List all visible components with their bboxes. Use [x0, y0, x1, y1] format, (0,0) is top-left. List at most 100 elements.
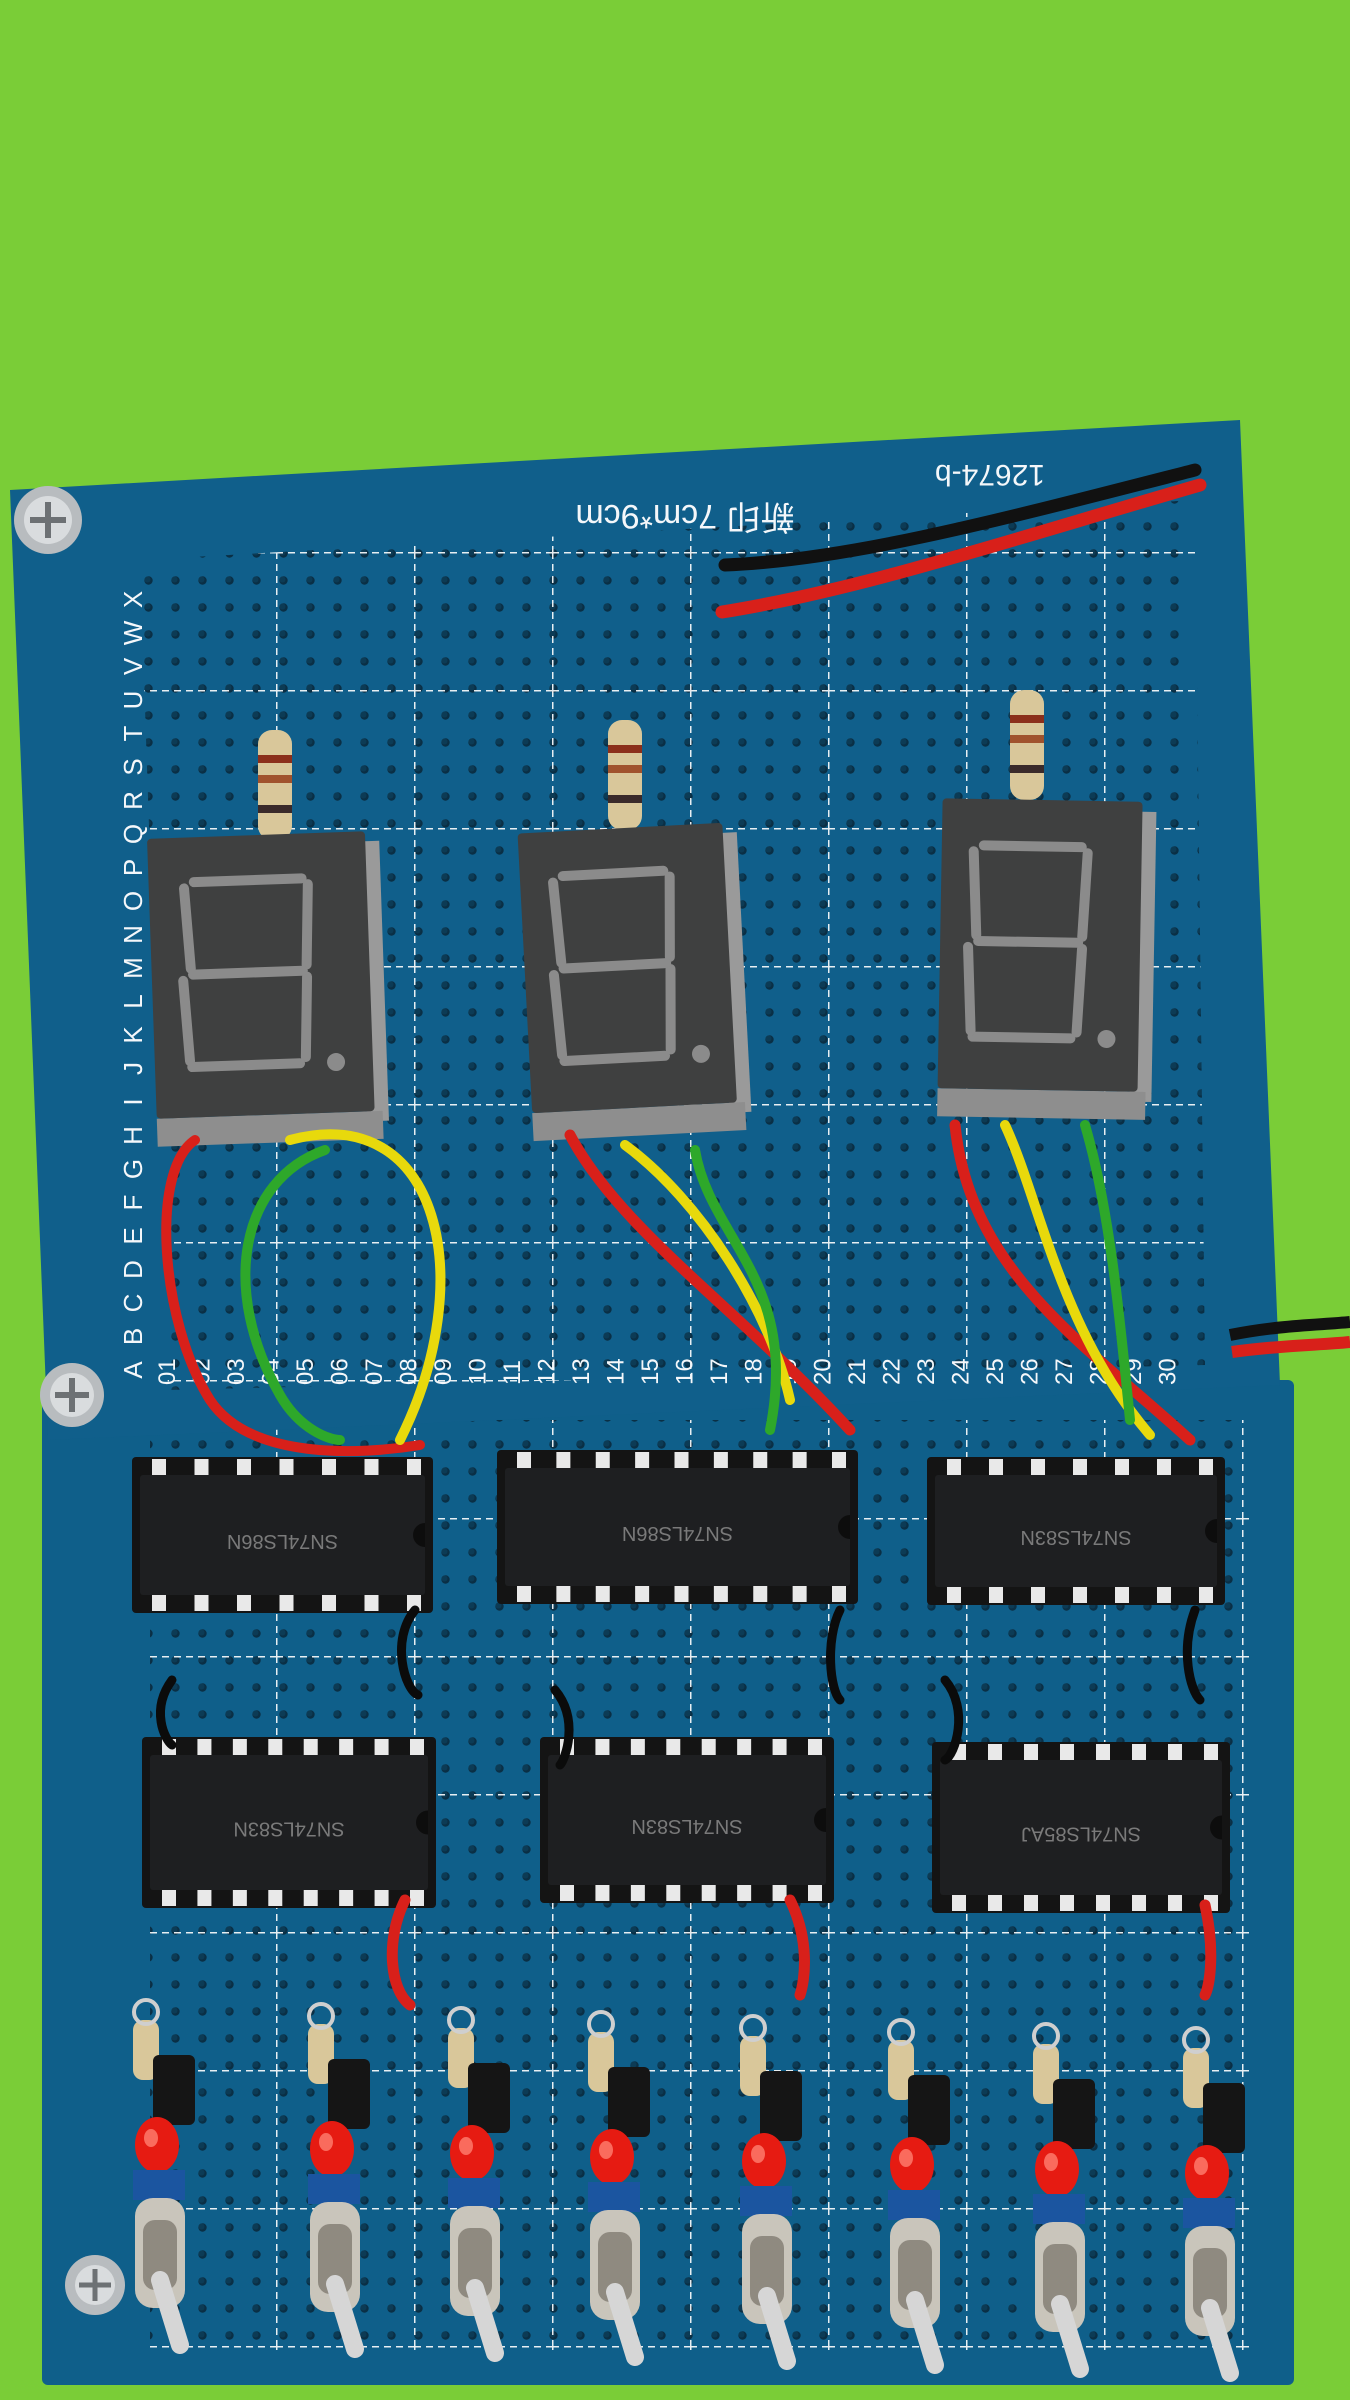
ic-pin — [1157, 1587, 1171, 1603]
switch-lever[interactable] — [1201, 2299, 1239, 2382]
ic-chip-label: SN74LS83N — [233, 1818, 344, 1840]
row-letter-label: T — [118, 725, 148, 741]
ic-pin — [162, 1890, 176, 1906]
toggle-switch-with-led[interactable] — [887, 2018, 950, 2374]
ic-pin — [1199, 1459, 1213, 1475]
switch-lever[interactable] — [906, 2291, 944, 2374]
ic-pin — [674, 1452, 689, 1468]
display-segment — [300, 971, 313, 1063]
ic-pin — [772, 1885, 787, 1901]
ic-chip: SN74LS86N — [132, 1457, 433, 1613]
display-segment — [558, 958, 672, 974]
column-number-label: 25 — [982, 1358, 1009, 1385]
display-segment — [968, 846, 982, 940]
row-letter-label: G — [118, 1159, 148, 1179]
switch-lever[interactable] — [606, 2283, 644, 2366]
ic-pin — [517, 1586, 531, 1602]
ic-pin — [1073, 1587, 1087, 1603]
ic-pin — [1024, 1895, 1038, 1911]
display-segment — [548, 970, 568, 1061]
toggle-switch-with-led[interactable] — [307, 2002, 370, 2358]
ic-pin — [674, 1586, 689, 1602]
toggle-switch-with-led[interactable] — [132, 1998, 195, 2354]
row-letter-label: W — [118, 620, 148, 645]
ic-pin — [595, 1452, 610, 1468]
row-letter-label: E — [118, 1227, 148, 1244]
ic-pin — [556, 1452, 571, 1468]
toggle-switch-with-led[interactable] — [1032, 2022, 1095, 2378]
ic-pin — [279, 1595, 294, 1611]
ic-pin — [1132, 1744, 1146, 1760]
column-number-label: 18 — [741, 1358, 768, 1385]
ic-chip-label: SN74LS86N — [227, 1530, 338, 1552]
ic-pin — [595, 1739, 610, 1755]
switch-lever[interactable] — [151, 2271, 189, 2354]
row-letter-label: O — [118, 891, 148, 911]
row-letter-label: P — [118, 859, 148, 876]
display-segment — [188, 965, 308, 980]
row-letter-label: B — [118, 1328, 148, 1345]
ic-chip-label: SN74LS83N — [631, 1815, 742, 1837]
ic-pin — [1168, 1744, 1182, 1760]
ic-pin — [1096, 1895, 1110, 1911]
ic-pin — [630, 1885, 645, 1901]
ic-chip: SN74LS83N — [927, 1457, 1225, 1605]
column-number-label: 26 — [1017, 1358, 1044, 1385]
ic-pin — [666, 1739, 681, 1755]
ic-pin — [374, 1739, 389, 1755]
red-led — [135, 2117, 179, 2173]
column-number-label: 16 — [672, 1358, 699, 1385]
display-right: 8. — [937, 798, 1157, 1120]
switch-lever[interactable] — [1051, 2295, 1089, 2378]
switch-lever[interactable] — [758, 2287, 796, 2370]
column-number-label: 20 — [810, 1358, 837, 1385]
display-decimal-point — [691, 1044, 710, 1063]
row-letter-label: U — [118, 691, 148, 710]
ic-pin — [194, 1595, 209, 1611]
toggle-switch-with-led[interactable] — [739, 2014, 802, 2370]
column-number-label: 07 — [361, 1358, 388, 1385]
ic-pin — [364, 1459, 379, 1475]
ic-pin — [1096, 1744, 1110, 1760]
ic-pin — [374, 1890, 389, 1906]
column-number-label: 30 — [1155, 1358, 1182, 1385]
ic-pin — [1204, 1744, 1218, 1760]
ic-pin — [1031, 1459, 1045, 1475]
ic-pin — [322, 1595, 336, 1611]
ic-pin — [701, 1885, 716, 1901]
ic-pin — [635, 1452, 650, 1468]
red-jumpers — [386, 1894, 1217, 2011]
resistor-3 — [1010, 690, 1044, 800]
row-letter-label: F — [118, 1195, 148, 1211]
toggle-switch-with-led[interactable] — [587, 2010, 650, 2366]
ic-pin — [237, 1459, 251, 1475]
ic-pin — [237, 1595, 251, 1611]
display-left: 8. — [147, 831, 389, 1147]
red-led — [1035, 2141, 1079, 2197]
ic-chip: SN74LS86N — [497, 1450, 858, 1604]
row-letter-label: V — [118, 657, 148, 675]
power-wires-right — [1228, 1316, 1350, 1358]
toggle-switch-with-led[interactable] — [447, 2006, 510, 2362]
toggle-switch-with-led[interactable] — [1182, 2026, 1245, 2382]
ic-pin — [1115, 1587, 1129, 1603]
ic-pin — [1031, 1587, 1045, 1603]
column-number-label: 22 — [879, 1358, 906, 1385]
ic-pin — [713, 1452, 728, 1468]
switch-lever[interactable] — [326, 2275, 364, 2358]
row-letter-label: C — [118, 1294, 148, 1313]
display-segment — [188, 873, 307, 888]
ic-pin — [364, 1595, 379, 1611]
ic-pin — [1199, 1587, 1213, 1603]
display-segment — [178, 975, 196, 1067]
row-letter-label: J — [118, 1062, 148, 1075]
screw-middle-left — [40, 1363, 104, 1427]
ic-pin — [1060, 1744, 1074, 1760]
switch-lever[interactable] — [466, 2279, 504, 2362]
display-segment — [187, 1058, 306, 1073]
ic-pin — [232, 1739, 247, 1755]
column-number-label: 23 — [913, 1358, 940, 1385]
ic-pin — [988, 1895, 1002, 1911]
column-number-label: 09 — [430, 1358, 457, 1385]
